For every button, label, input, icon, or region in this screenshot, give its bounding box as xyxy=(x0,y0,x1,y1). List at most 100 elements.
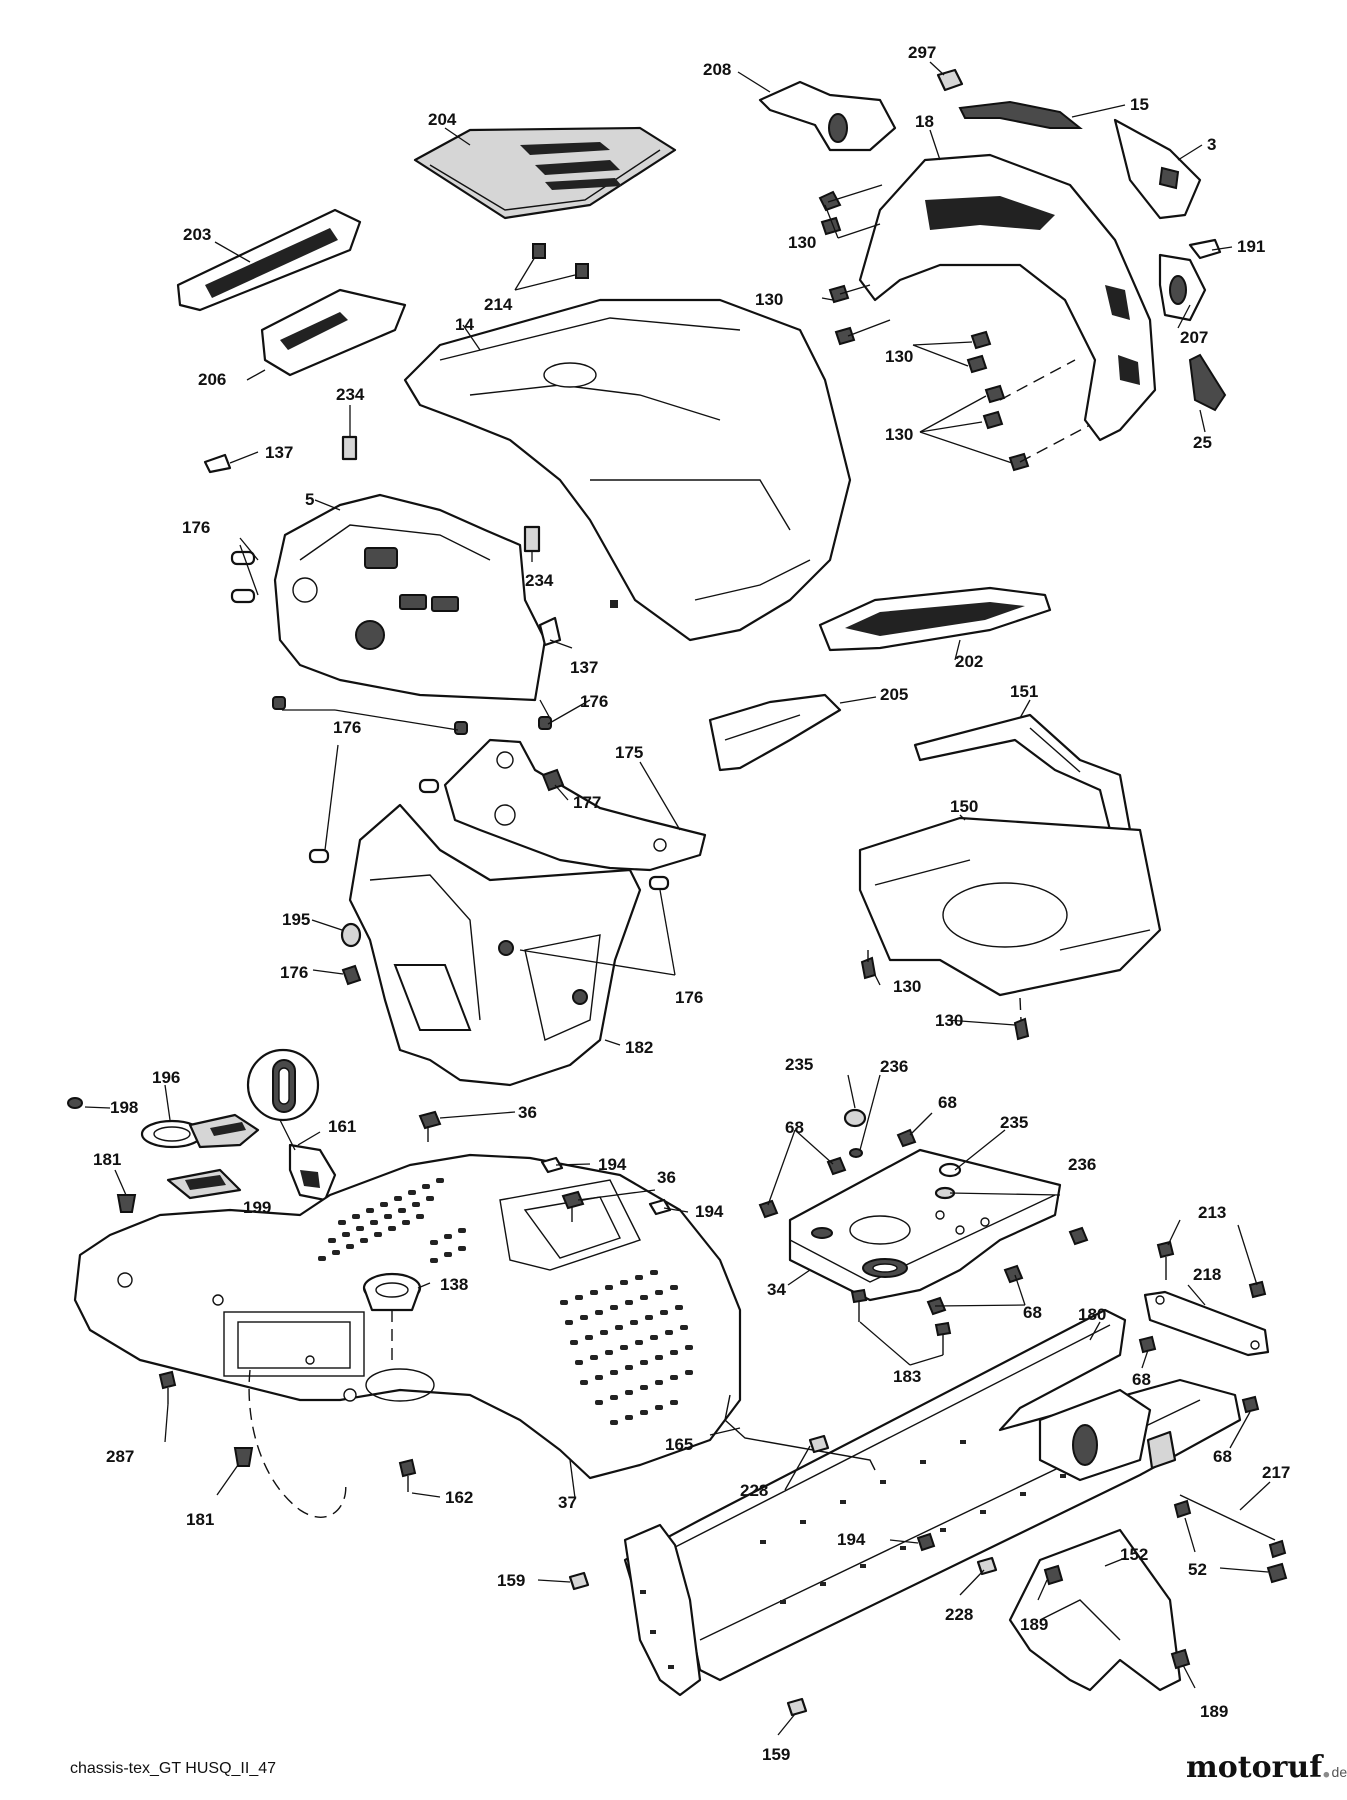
label-203: 203 xyxy=(183,225,211,244)
label-207: 207 xyxy=(1180,328,1208,347)
label-130-d: 130 xyxy=(885,425,913,444)
part-15-strip xyxy=(958,100,1083,129)
part-165-rod xyxy=(724,1394,876,1471)
part-181-grommets xyxy=(116,1194,254,1467)
label-234-b: 234 xyxy=(525,571,554,590)
label-138: 138 xyxy=(440,1275,468,1294)
label-213: 213 xyxy=(1198,1203,1226,1222)
part-207-headlight xyxy=(1158,253,1207,322)
label-194-c: 194 xyxy=(837,1530,866,1549)
label-198: 198 xyxy=(110,1098,138,1117)
label-199: 199 xyxy=(243,1198,271,1217)
part-214-clips xyxy=(532,243,589,279)
part-150-plate xyxy=(858,816,1162,997)
label-180: 180 xyxy=(1078,1305,1106,1324)
label-234-a: 234 xyxy=(336,385,365,404)
fasteners-fender xyxy=(158,1110,672,1492)
part-198-cap xyxy=(67,1097,83,1109)
label-36-b: 36 xyxy=(657,1168,676,1187)
label-130-b: 130 xyxy=(755,290,783,309)
bolts-68-183 xyxy=(758,1128,1089,1355)
label-236-b: 236 xyxy=(1068,1155,1096,1174)
part-234-pads xyxy=(341,435,541,553)
label-183: 183 xyxy=(893,1367,921,1386)
part-202-front-grille xyxy=(818,586,1052,652)
label-196: 196 xyxy=(152,1068,180,1087)
diagram-caption: chassis-tex_GT HUSQ_II_47 xyxy=(70,1760,277,1777)
part-5-dash-console xyxy=(273,493,547,702)
label-68-b: 68 xyxy=(785,1118,804,1137)
label-195: 195 xyxy=(282,910,310,929)
label-181-a: 181 xyxy=(93,1150,121,1169)
label-130-f: 130 xyxy=(935,1011,963,1030)
screws-130-front xyxy=(818,184,1091,472)
leader-lines xyxy=(84,61,1271,1736)
label-14: 14 xyxy=(455,315,474,334)
bolts-213-68 xyxy=(1138,1240,1267,1414)
part-217-rod xyxy=(1173,1494,1288,1584)
part-25-lens xyxy=(1188,353,1227,412)
label-204: 204 xyxy=(428,110,457,129)
label-137-a: 137 xyxy=(265,443,293,462)
label-165: 165 xyxy=(665,1435,693,1454)
label-287: 287 xyxy=(106,1447,134,1466)
label-159-b: 159 xyxy=(762,1745,790,1764)
callout-labels: 297 208 15 18 3 204 130 191 203 214 130 … xyxy=(93,43,1290,1764)
part-161-grommet xyxy=(246,1048,337,1202)
label-235-a: 235 xyxy=(785,1055,813,1074)
label-202: 202 xyxy=(955,652,983,671)
label-182: 182 xyxy=(625,1038,653,1057)
label-15: 15 xyxy=(1130,95,1149,114)
label-208: 208 xyxy=(703,60,731,79)
fasteners-176 xyxy=(230,537,670,986)
label-151: 151 xyxy=(1010,682,1038,701)
brand-name: motoruf xyxy=(1186,1750,1322,1785)
part-218-bracket xyxy=(1143,1290,1270,1357)
label-176-e: 176 xyxy=(675,988,703,1007)
label-177: 177 xyxy=(573,793,601,812)
label-137-b: 137 xyxy=(570,658,598,677)
label-3: 3 xyxy=(1207,135,1216,154)
part-203-side-vent xyxy=(176,208,362,312)
part-196-fuel-trim xyxy=(140,1113,260,1149)
label-68-e: 68 xyxy=(1213,1447,1232,1466)
label-217: 217 xyxy=(1262,1463,1290,1482)
brand-dot: . xyxy=(1321,1750,1332,1785)
label-37: 37 xyxy=(558,1493,577,1512)
label-130-e: 130 xyxy=(893,977,921,996)
label-191: 191 xyxy=(1237,237,1265,256)
label-152: 152 xyxy=(1120,1545,1148,1564)
label-228-a: 228 xyxy=(740,1481,768,1500)
part-208-headlight-bracket xyxy=(758,80,897,152)
part-235-236-bushings xyxy=(843,1108,867,1158)
part-191-clip xyxy=(1188,238,1222,260)
label-130-a: 130 xyxy=(788,233,816,252)
label-18: 18 xyxy=(915,112,934,131)
label-176-b: 176 xyxy=(580,692,608,711)
label-36-a: 36 xyxy=(518,1103,537,1122)
label-175: 175 xyxy=(615,743,643,762)
label-150: 150 xyxy=(950,797,978,816)
label-205: 205 xyxy=(880,685,908,704)
part-3-badge xyxy=(1113,118,1202,220)
brand-watermark: motoruf.de xyxy=(1186,1750,1347,1785)
part-34-steering-plate xyxy=(788,1148,1062,1302)
label-297: 297 xyxy=(908,43,936,62)
label-5: 5 xyxy=(305,490,314,509)
label-25: 25 xyxy=(1193,433,1212,452)
label-176-d: 176 xyxy=(280,963,308,982)
label-218: 218 xyxy=(1193,1265,1221,1284)
label-194-a: 194 xyxy=(598,1155,627,1174)
part-137-clips xyxy=(203,453,562,647)
part-180-main-frame xyxy=(623,1308,1242,1697)
label-68-d: 68 xyxy=(1132,1370,1151,1389)
brand-tld: de xyxy=(1331,1764,1347,1780)
part-18-front-frame xyxy=(858,153,1157,442)
part-205-side-trim xyxy=(708,693,842,772)
part-175-dash-bracket xyxy=(443,738,707,872)
label-68-a: 68 xyxy=(938,1093,957,1112)
label-52: 52 xyxy=(1188,1560,1207,1579)
label-161: 161 xyxy=(328,1117,356,1136)
part-204-hood-cover xyxy=(413,126,677,220)
